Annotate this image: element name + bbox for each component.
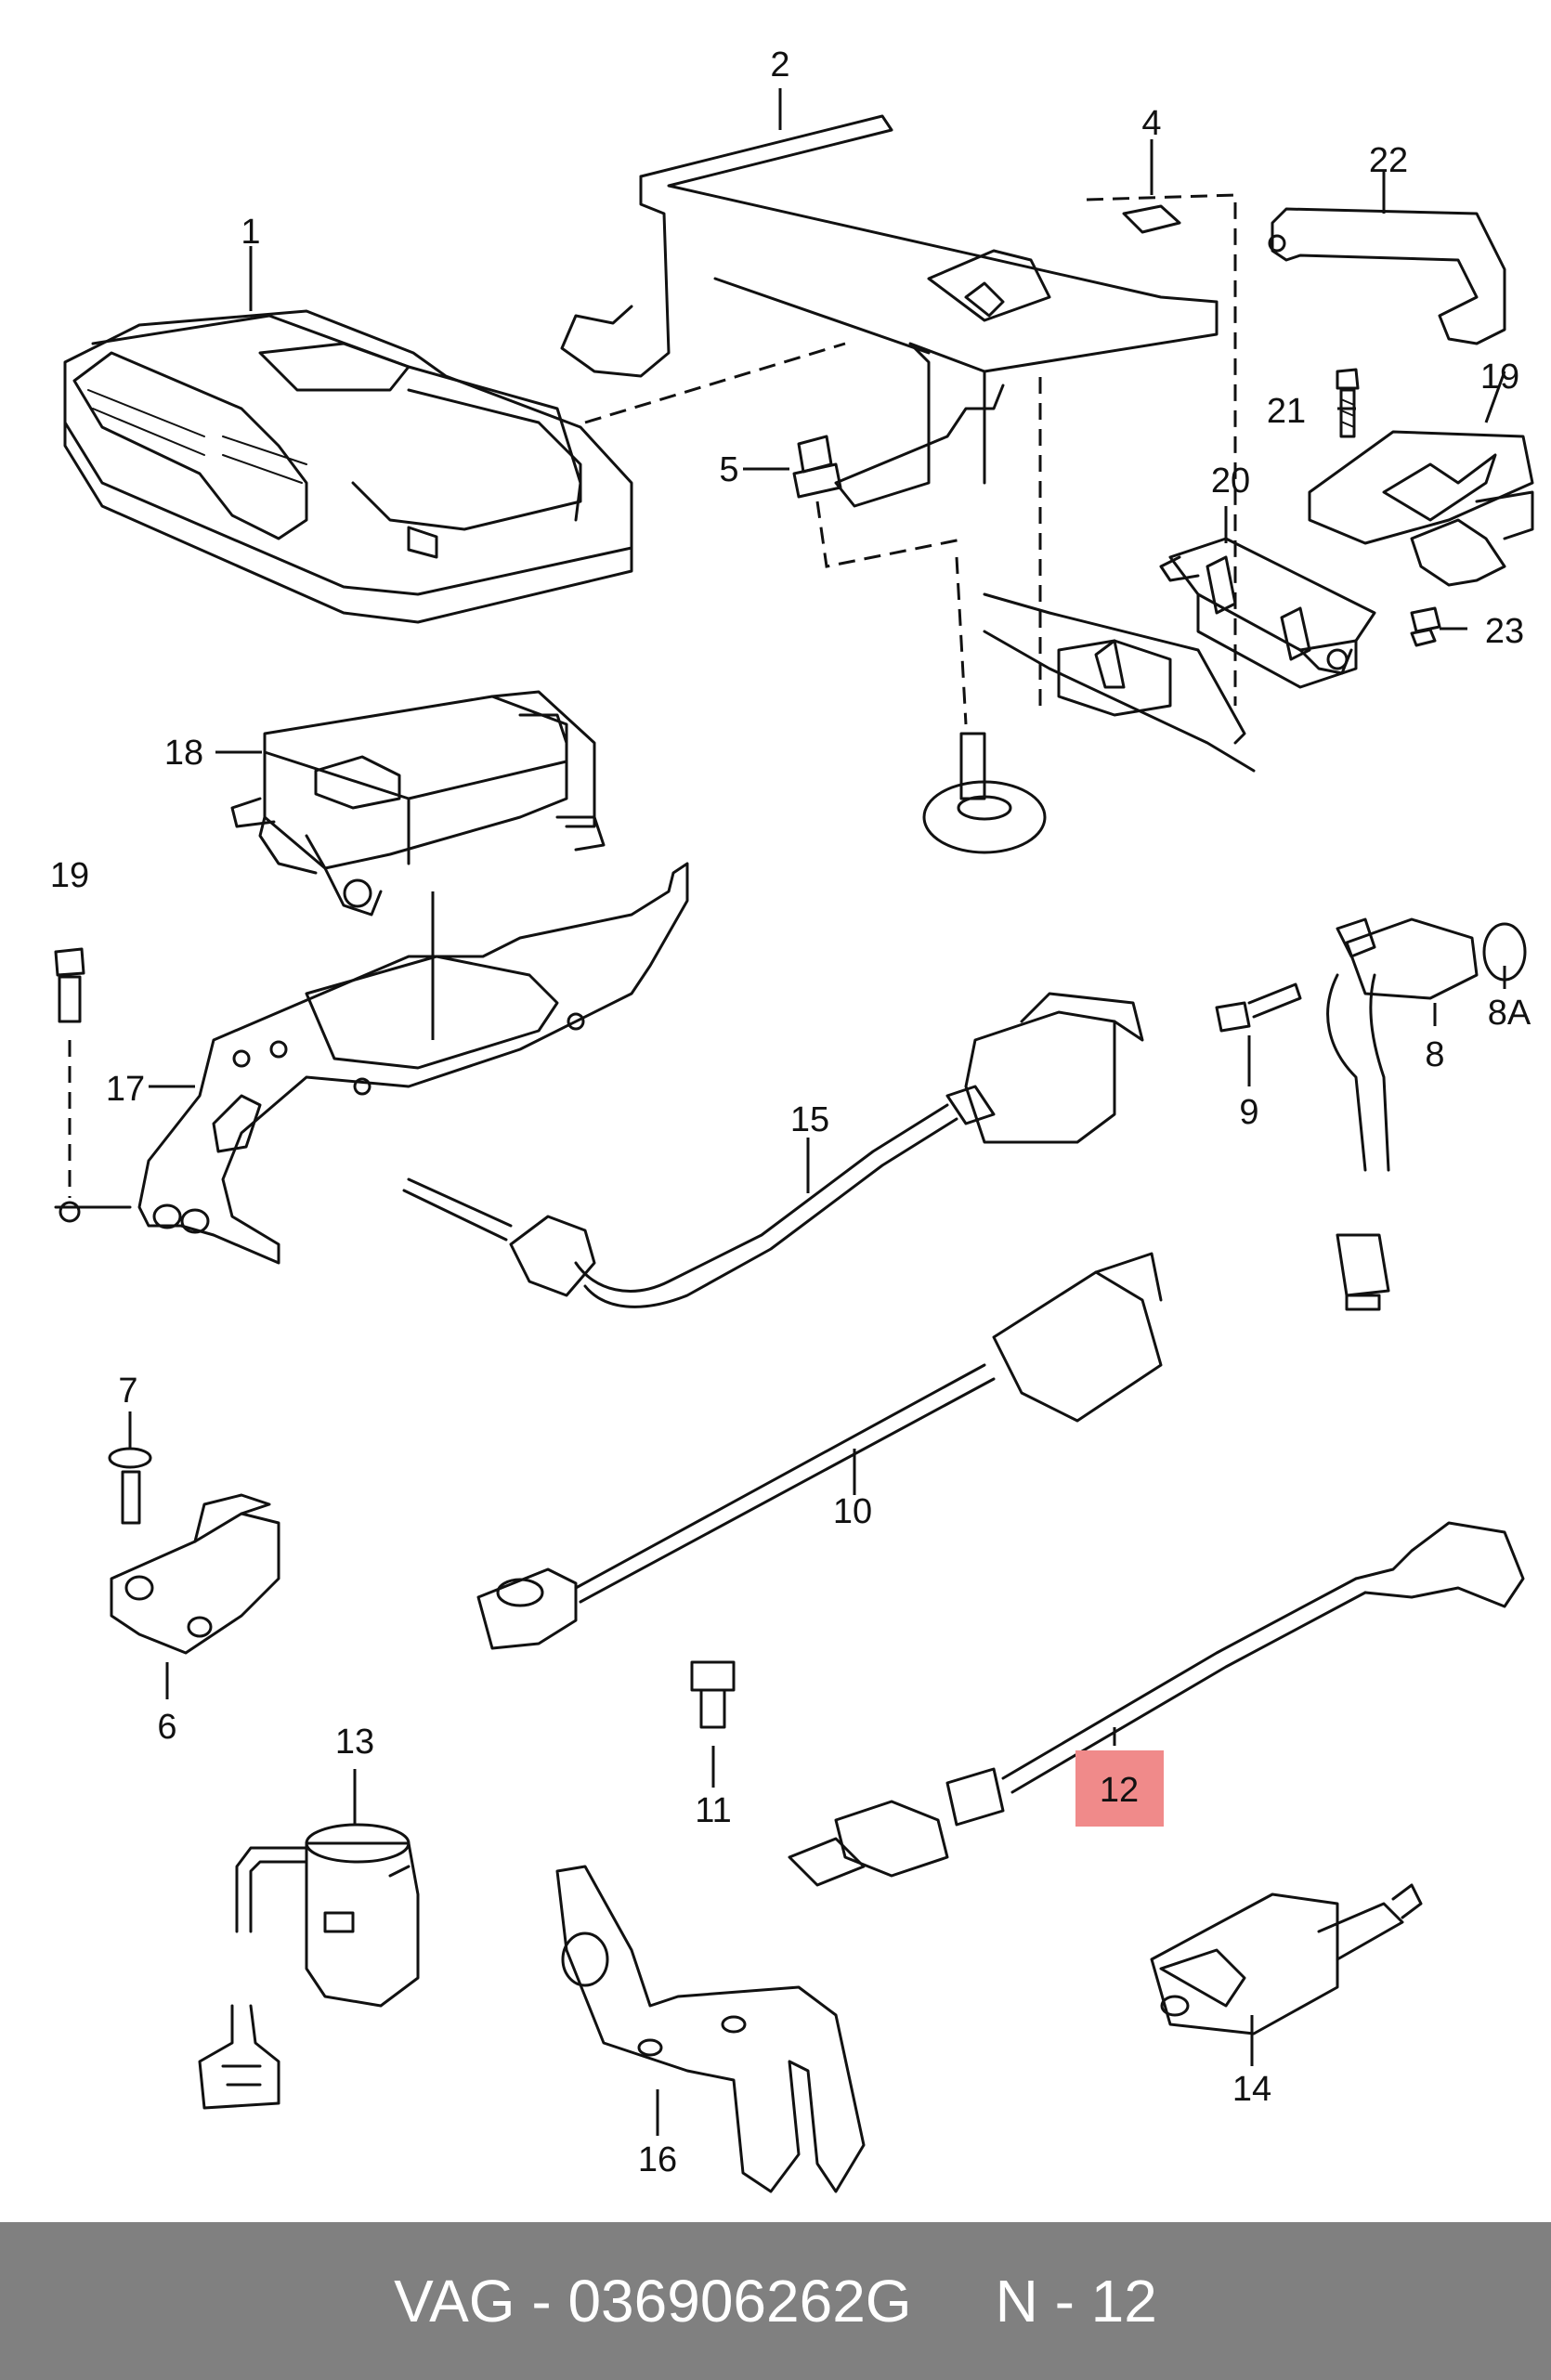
brake-switch: [1150, 1883, 1423, 2035]
control-unit: [63, 309, 633, 624]
callout-12: 12: [1100, 1771, 1139, 1810]
callout-8a: 8A: [1488, 994, 1531, 1033]
control-module: [1308, 430, 1534, 587]
adhesive-pad: [1122, 204, 1181, 234]
bracket-strap: [1268, 207, 1506, 345]
mounting-stud: [922, 556, 1047, 854]
callout-21: 21: [1267, 392, 1306, 431]
callout-9: 9: [1239, 1093, 1258, 1132]
callout-5: 5: [719, 450, 738, 489]
callout-19-upper: 19: [1480, 358, 1519, 397]
callout-2: 2: [770, 46, 789, 85]
callout-13: 13: [335, 1723, 374, 1762]
bolt-9: [1215, 982, 1302, 1033]
knock-sensor: [476, 1252, 1163, 1650]
bolt-11: [690, 1660, 736, 1729]
nut-5: [792, 435, 842, 499]
relay-holder: [1159, 537, 1376, 689]
callout-19-lower: 19: [50, 856, 89, 895]
mounting-tray: [560, 114, 1219, 508]
screw-19: [54, 947, 85, 1023]
bracket-plate: [54, 862, 689, 1265]
callout-23: 23: [1485, 612, 1524, 651]
callout-10: 10: [833, 1492, 872, 1531]
callout-1: 1: [241, 213, 260, 252]
callout-6: 6: [157, 1708, 176, 1747]
oxygen-sensor: [788, 1521, 1525, 1887]
pressure-sensor: [108, 1447, 280, 1655]
solenoid-valve: [198, 1823, 420, 2110]
relay-18: [230, 690, 606, 917]
callout-18: 18: [164, 734, 203, 773]
highlight-box: [1075, 1750, 1164, 1827]
bolt-23: [1410, 606, 1441, 647]
callout-15: 15: [790, 1100, 829, 1139]
bracket-16: [555, 1865, 866, 2193]
callout-17: 17: [106, 1070, 145, 1109]
callout-7: 7: [118, 1372, 137, 1411]
callout-22: 22: [1369, 141, 1408, 180]
part-number: VAG - 036906262G: [394, 2268, 912, 2334]
callout-8: 8: [1425, 1035, 1444, 1074]
sensor-15: [402, 992, 1144, 1308]
diagram-position: N - 12: [995, 2268, 1157, 2334]
parts-diagram: 1 2 4 5 22 21 19 20 23 18 19 17 15 8A 8 …: [50, 46, 1534, 2193]
body-panel: [983, 592, 1256, 773]
callout-14: 14: [1232, 2070, 1271, 2109]
callout-11: 11: [695, 1791, 731, 1830]
callout-16: 16: [638, 2140, 677, 2179]
callout-20: 20: [1211, 462, 1250, 501]
part-footer: VAG - 036906262G N - 12: [0, 2222, 1551, 2380]
speed-sensor: [1326, 917, 1527, 1311]
screw-21: [1336, 368, 1360, 438]
callout-4: 4: [1141, 104, 1161, 143]
